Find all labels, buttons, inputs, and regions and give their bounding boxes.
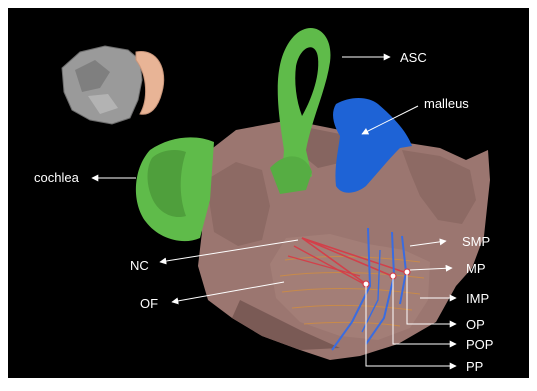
skull-ear-orientation-icon [62, 46, 164, 124]
label-cochlea: cochlea [34, 170, 80, 185]
label-pop: POP [466, 337, 493, 352]
label-malleus: malleus [424, 96, 469, 111]
label-mp: MP [466, 261, 486, 276]
label-nc: NC [130, 258, 149, 273]
label-of: OF [140, 296, 158, 311]
label-imp: IMP [466, 291, 489, 306]
label-op: OP [466, 317, 485, 332]
label-pp: PP [466, 359, 483, 374]
label-smp: SMP [462, 234, 490, 249]
label-asc: ASC [400, 50, 427, 65]
